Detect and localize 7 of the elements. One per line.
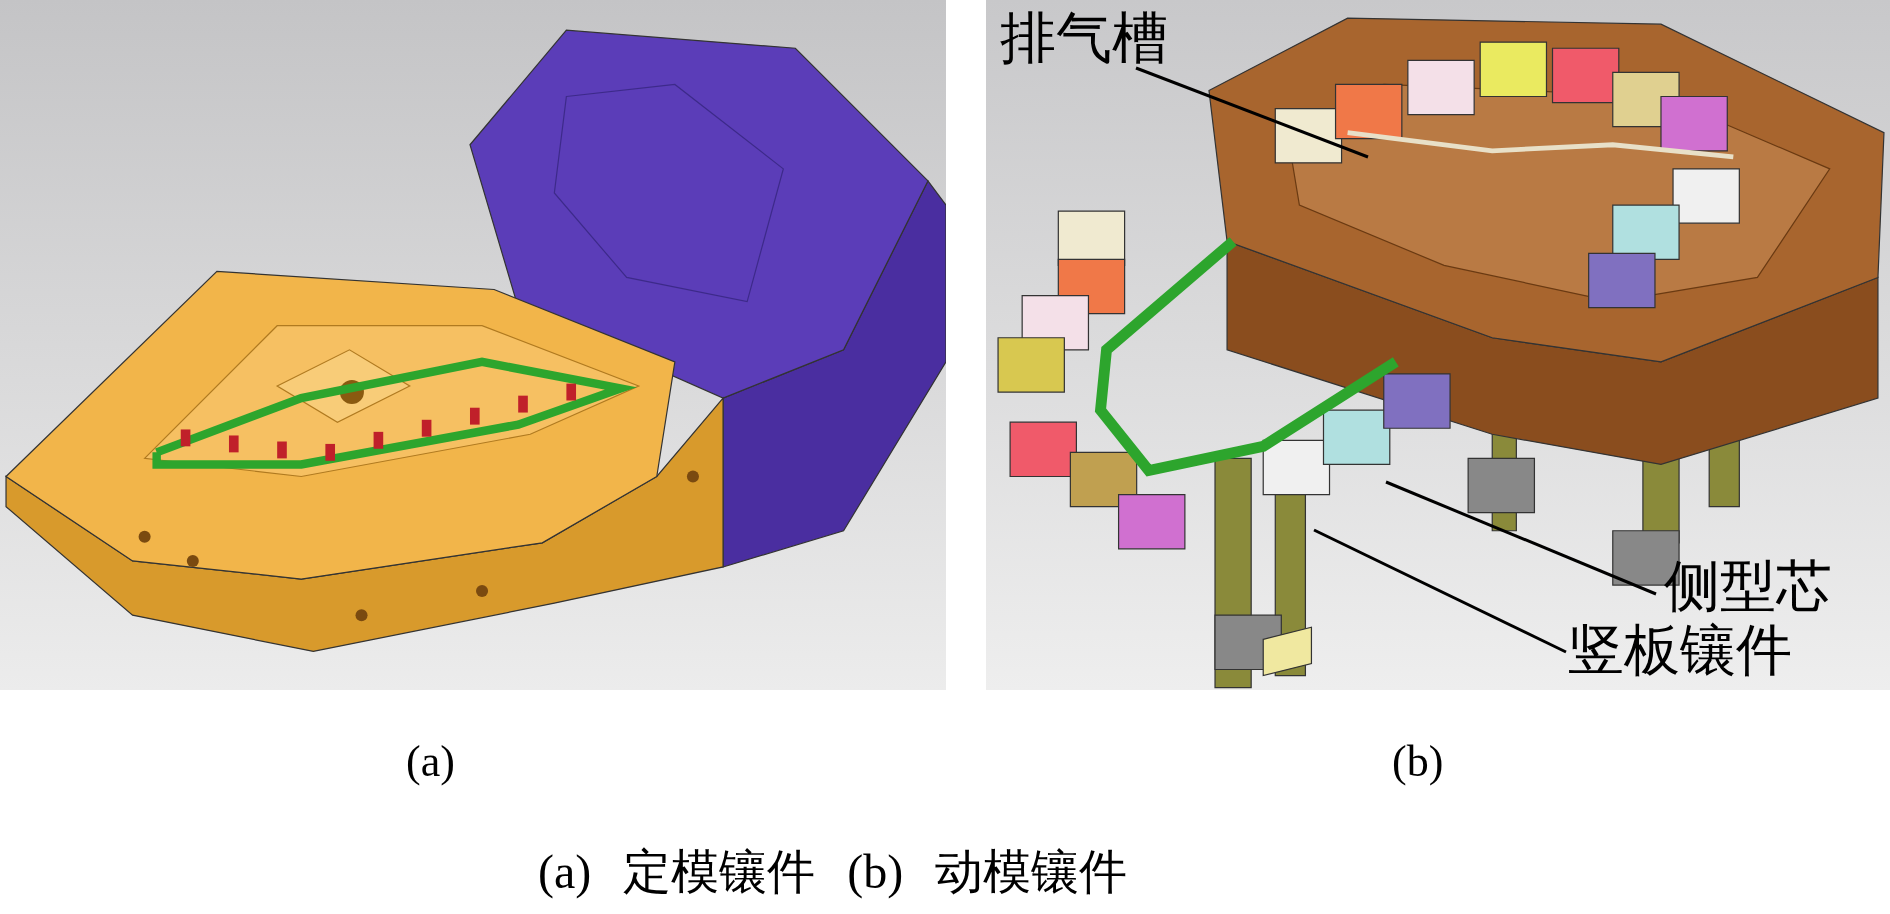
callout-label: 竖板镶件 bbox=[1568, 622, 1792, 678]
leader-line bbox=[1313, 528, 1567, 654]
callout-label: 侧型芯 bbox=[1664, 558, 1832, 614]
callout-label: 排气槽 bbox=[1000, 10, 1168, 66]
panel-label: (a) bbox=[406, 740, 455, 784]
leader-line bbox=[1135, 66, 1369, 159]
panel-label: (b) bbox=[1392, 740, 1444, 784]
